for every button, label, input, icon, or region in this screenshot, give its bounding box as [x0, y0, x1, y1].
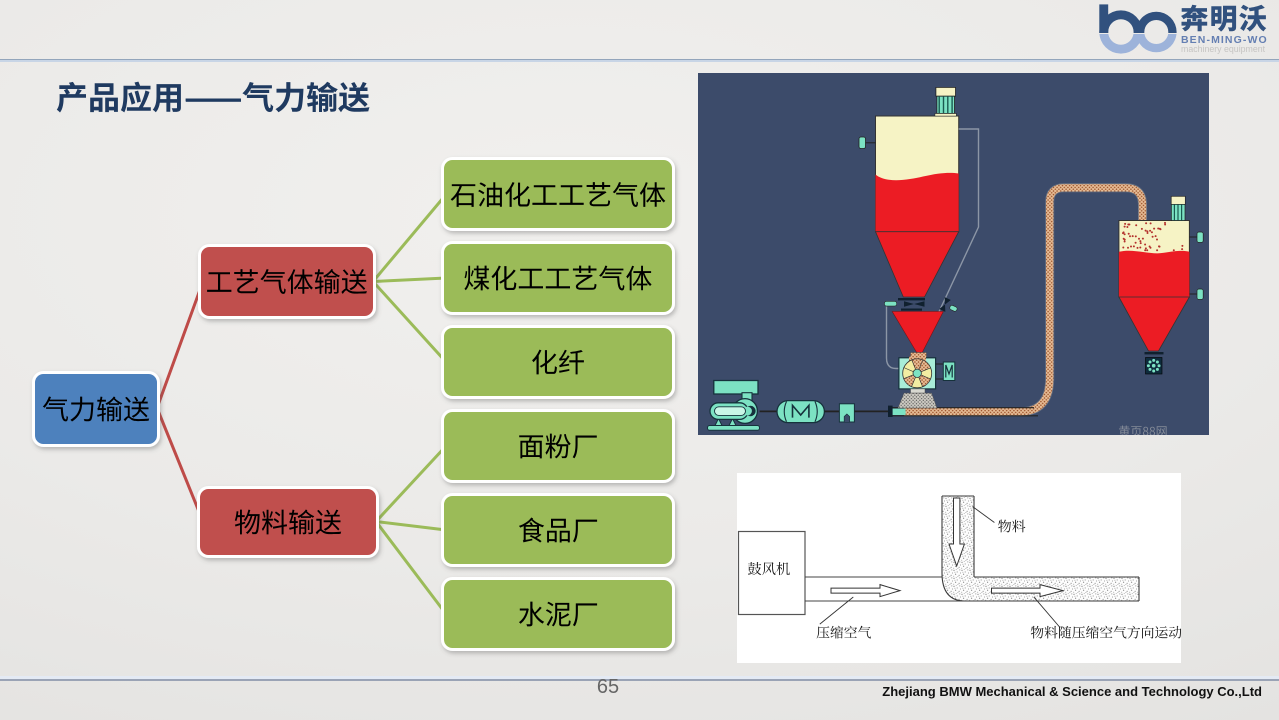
svg-text:BEN-MING-WO: BEN-MING-WO — [1181, 34, 1268, 46]
svg-text:machinery equipment: machinery equipment — [1181, 44, 1266, 54]
